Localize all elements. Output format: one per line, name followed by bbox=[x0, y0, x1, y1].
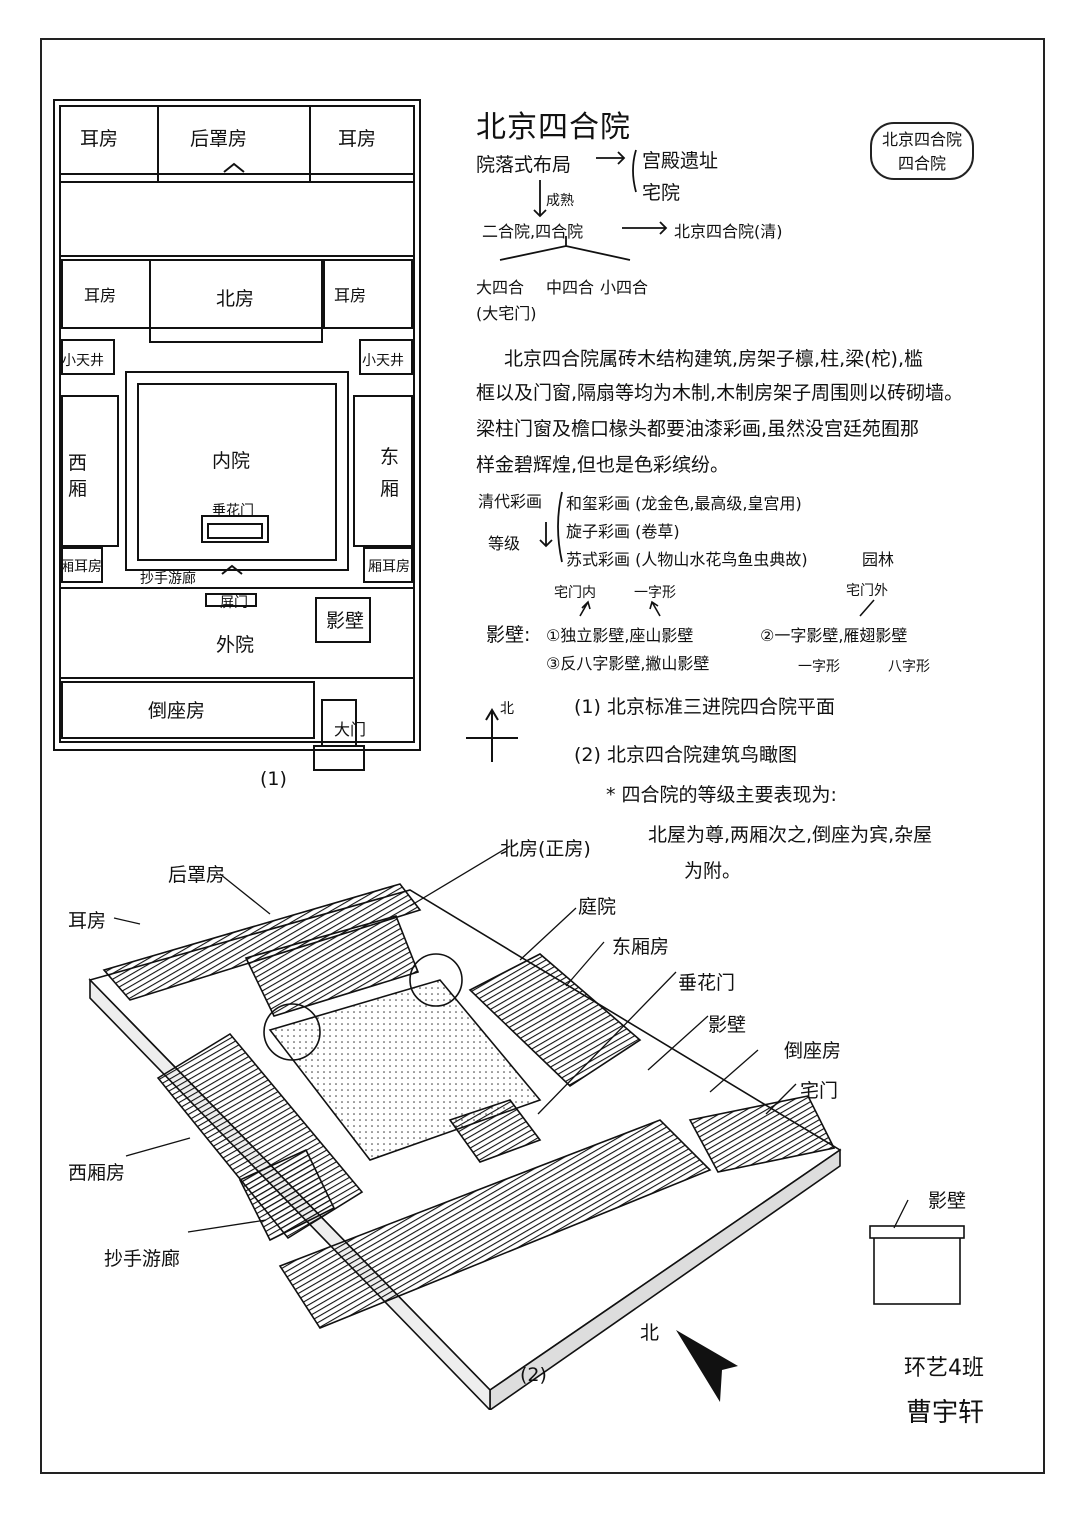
signature-class: 环艺4班 bbox=[904, 1356, 984, 1381]
plan-hou-zhao-fang: 后罩房 bbox=[190, 128, 248, 150]
signature-name: 曹宇轩 bbox=[906, 1398, 985, 1428]
legend-l2: (2) 北京四合院建筑鸟瞰图 bbox=[574, 744, 797, 766]
aerial-dong-xiang: 东厢房 bbox=[612, 936, 670, 958]
aerial-caption: (2) bbox=[520, 1364, 547, 1386]
page-title: 北京四合院 bbox=[476, 110, 631, 145]
layout-branch1: 宫殿遗址 bbox=[642, 150, 719, 172]
aerial-ting-yuan: 庭院 bbox=[578, 896, 617, 918]
plan-dao-zuo-fang: 倒座房 bbox=[148, 700, 206, 722]
plan-xiao-tian-jing-right: 小天井 bbox=[362, 353, 404, 369]
aerial-chui-hua: 垂花门 bbox=[678, 972, 736, 994]
painting-item3: 苏式彩画 (人物山水花鸟鱼虫典故) bbox=[566, 550, 808, 569]
painting-item3-note: 园林 bbox=[862, 550, 895, 569]
plan-bei-fang: 北房 bbox=[216, 288, 255, 310]
aerial-er-fang: 耳房 bbox=[68, 910, 107, 932]
plan-xiao-tian-jing-left: 小天井 bbox=[62, 353, 104, 369]
plan-xiang-er-right: 厢耳房 bbox=[368, 559, 410, 575]
aerial-zhai-men: 宅门 bbox=[800, 1080, 839, 1102]
screen-wall-bazi: 八字形 bbox=[888, 659, 930, 675]
screen-wall-out-gate: 宅门外 bbox=[846, 583, 888, 599]
aerial-ying-bi-small: 影壁 bbox=[928, 1190, 967, 1212]
layout-qing: 北京四合院(清) bbox=[674, 222, 783, 241]
screen-wall-in-gate: 宅门内 bbox=[554, 585, 596, 601]
painting-label: 清代彩画 bbox=[478, 492, 543, 511]
layout-big: 大四合 bbox=[476, 278, 525, 297]
aerial-bei-fang: 北房(正房) bbox=[500, 838, 591, 860]
painting-item2: 旋子彩画 (卷草) bbox=[566, 522, 680, 541]
aerial-dao-zuo: 倒座房 bbox=[784, 1040, 842, 1062]
aerial-north: 北 bbox=[640, 1322, 660, 1344]
stamp-line1: 北京四合院 bbox=[881, 130, 962, 149]
plan-er-fang-mid-left: 耳房 bbox=[84, 286, 117, 305]
plan-xi-2: 厢 bbox=[68, 478, 88, 500]
screen-wall-yizi2: 一字形 bbox=[798, 659, 840, 675]
paragraph-line1: 北京四合院属砖木结构建筑,房架子檩,柱,梁(柁),槛 bbox=[504, 348, 923, 370]
legend-note2: 北屋为尊,两厢次之,倒座为宾,杂屋 bbox=[648, 824, 933, 846]
aerial-ying-bi: 影壁 bbox=[708, 1014, 747, 1036]
painting-brace bbox=[539, 491, 563, 563]
layout-mid: 中四合 bbox=[546, 278, 595, 297]
plan-caption: (1) bbox=[260, 768, 287, 790]
legend-note3: 为附。 bbox=[684, 860, 742, 882]
plan-da-men: 大门 bbox=[334, 720, 367, 739]
screen-wall-t1: ①独立影壁,座山影壁 bbox=[546, 626, 694, 645]
plan-er-fang-left: 耳房 bbox=[80, 128, 119, 150]
plan-er-fang-right: 耳房 bbox=[338, 128, 377, 150]
paragraph-line4: 样金碧辉煌,但也是色彩缤纷。 bbox=[476, 454, 730, 476]
screen-wall-t2: ②一字影壁,雁翅影壁 bbox=[760, 626, 908, 645]
layout-big-note: (大宅门) bbox=[476, 304, 537, 323]
plan-nei-yuan: 内院 bbox=[212, 450, 251, 472]
screen-wall-t3: ③反八字影壁,撇山影壁 bbox=[546, 654, 710, 673]
plan-dong-2: 厢 bbox=[380, 478, 400, 500]
screen-wall-arrows bbox=[579, 599, 875, 617]
north-label-plan: 北 bbox=[500, 701, 514, 717]
screen-wall-label: 影壁: bbox=[486, 624, 531, 646]
painting-item1: 和玺彩画 (龙金色,最高级,皇宫用) bbox=[566, 494, 802, 513]
plan-chui-hua-men: 垂花门 bbox=[212, 503, 254, 519]
stamp: 北京四合院 四合院 bbox=[870, 122, 974, 180]
legend-l1: (1) 北京标准三进院四合院平面 bbox=[574, 696, 835, 718]
aerial-hou-zhao: 后罩房 bbox=[168, 864, 226, 886]
plan-wai-yuan: 外院 bbox=[216, 634, 255, 656]
paragraph-line3: 梁柱门窗及檐口椽头都要油漆彩画,虽然没宫廷苑囿那 bbox=[476, 418, 920, 440]
screen-wall-yizi: 一字形 bbox=[634, 585, 676, 601]
plan-xiang-er-left: 厢耳房 bbox=[60, 559, 102, 575]
layout-branch2: 宅院 bbox=[642, 182, 681, 204]
page-frame bbox=[40, 38, 1045, 1474]
aerial-drawing bbox=[88, 845, 965, 1410]
aerial-xi-xiang: 西厢房 bbox=[68, 1162, 126, 1184]
plan-dong-1: 东 bbox=[380, 446, 400, 468]
plan-ying-bi: 影壁 bbox=[326, 610, 365, 632]
floor-plan bbox=[53, 99, 421, 771]
painting-grade: 等级 bbox=[488, 534, 521, 553]
layout-tree-lines bbox=[499, 149, 668, 261]
north-arrow-plan bbox=[466, 708, 518, 762]
plan-chao-shou-you-lang: 抄手游廊 bbox=[140, 571, 196, 587]
paragraph-line2: 框以及门窗,隔扇等均为木制,木制房架子周围则以砖砌墙。 bbox=[476, 382, 964, 404]
aerial-chao-shou: 抄手游廊 bbox=[104, 1248, 181, 1270]
layout-two-courtyards: 二合院,四合院 bbox=[482, 222, 584, 241]
plan-ping-men: 屏门 bbox=[220, 595, 248, 611]
legend-note: * 四合院的等级主要表现为: bbox=[606, 784, 837, 806]
stamp-line2: 四合院 bbox=[897, 154, 946, 173]
plan-er-fang-mid-right: 耳房 bbox=[334, 286, 367, 305]
plan-xi-1: 西 bbox=[68, 452, 88, 474]
layout-mature: 成熟 bbox=[546, 193, 574, 209]
layout-small: 小四合 bbox=[600, 278, 649, 297]
layout-type: 院落式布局 bbox=[476, 154, 572, 176]
